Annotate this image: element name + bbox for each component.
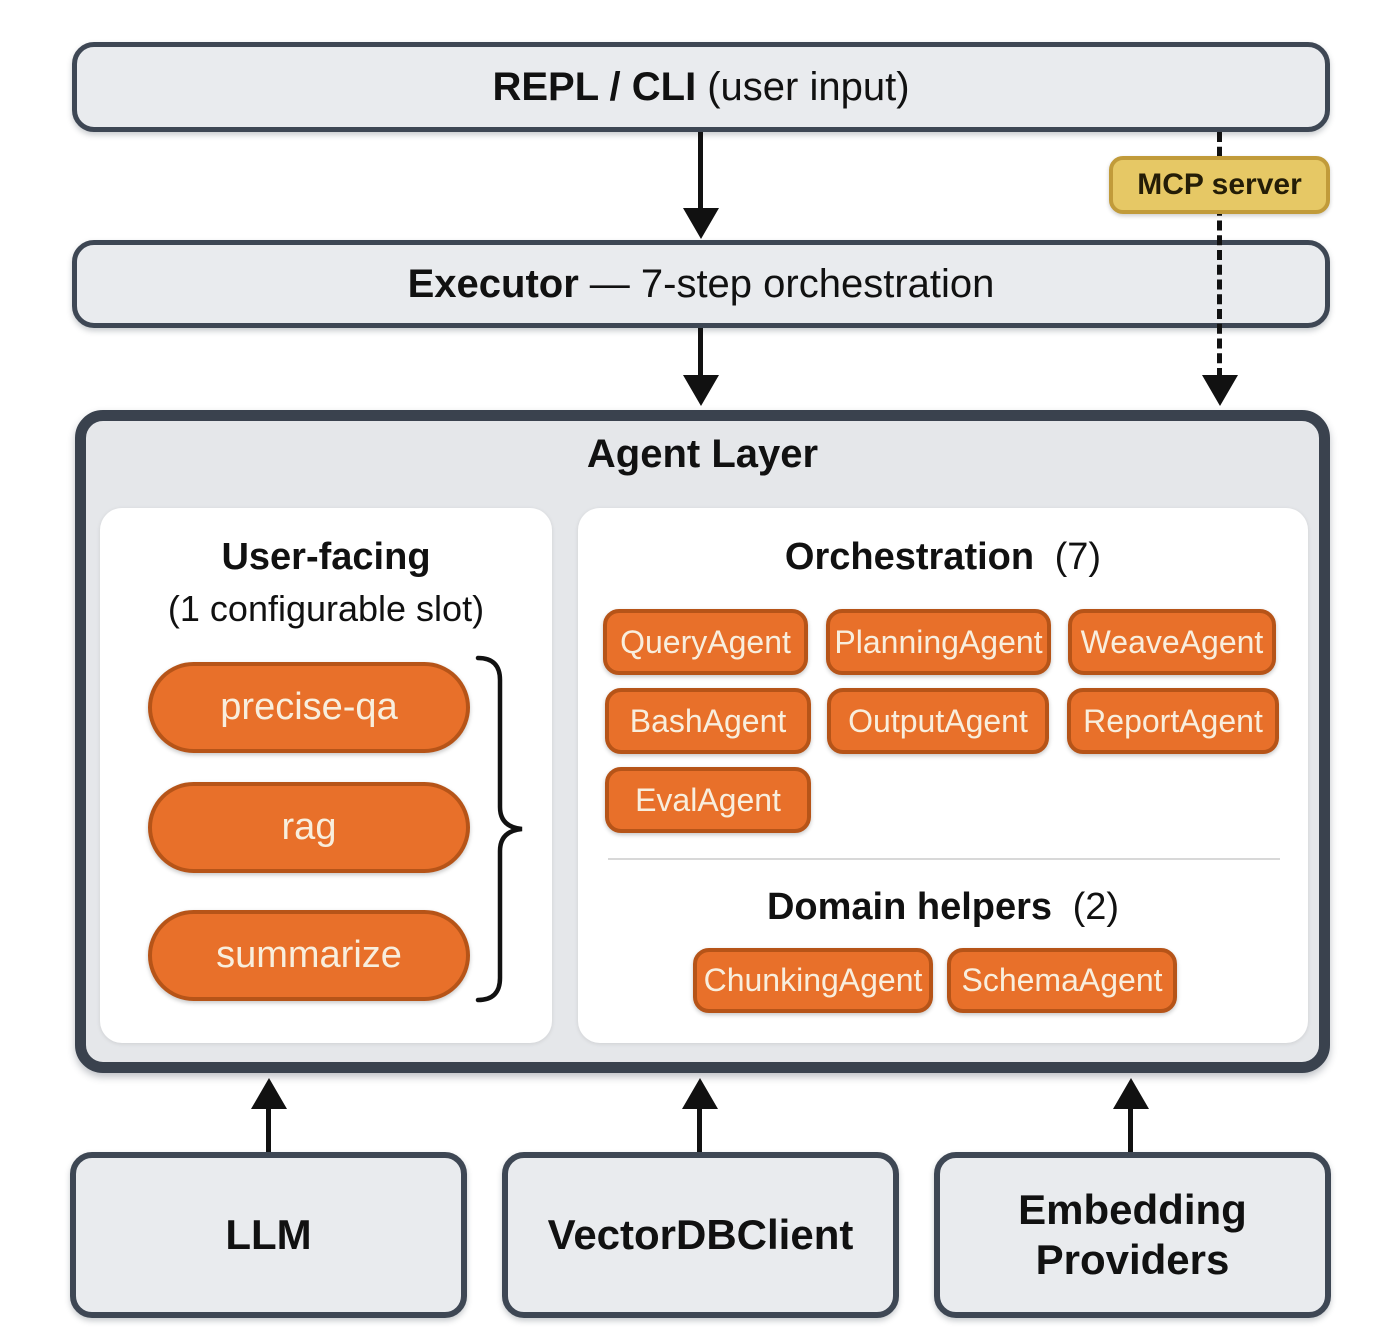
repl-cli-box: REPL / CLI (user input) xyxy=(72,42,1330,132)
agent-chip-reportagent: ReportAgent xyxy=(1067,688,1279,754)
user-facing-subtitle: (1 configurable slot) xyxy=(167,588,485,629)
agent-chip-evalagent: EvalAgent xyxy=(605,767,811,833)
agent-chip-bashagent: BashAgent xyxy=(605,688,811,754)
orchestration-title: Orchestration xyxy=(784,536,1035,578)
backend-box-vectordbclient: VectorDBClient xyxy=(502,1152,899,1318)
mcp-server-label: MCP server xyxy=(1137,168,1302,201)
agent-chip-chunkingagent: ChunkingAgent xyxy=(693,948,933,1013)
slot-pill-label: precise-qa xyxy=(220,686,398,728)
agent-chip-label: BashAgent xyxy=(629,702,787,739)
agent-chip-queryagent: QueryAgent xyxy=(603,609,808,675)
executor-subtitle: — 7-step orchestration xyxy=(589,261,995,306)
agent-chip-planningagent: PlanningAgent xyxy=(826,609,1051,675)
agent-chip-label: OutputAgent xyxy=(848,702,1028,739)
agent-chip-outputagent: OutputAgent xyxy=(827,688,1049,754)
arrow-up-icon xyxy=(682,1078,718,1109)
domain-helpers-title: Domain helpers xyxy=(766,886,1053,928)
agent-chip-label: QueryAgent xyxy=(620,623,791,660)
backend-box-embedding-providers: Embedding Providers xyxy=(934,1152,1331,1318)
orchestration-count: (7) xyxy=(1054,536,1102,578)
repl-cli-title: REPL / CLI xyxy=(492,64,697,109)
slot-pill-summarize: summarize xyxy=(148,910,470,1001)
agent-chip-label: ReportAgent xyxy=(1083,702,1263,739)
brace-icon xyxy=(475,655,523,1003)
slot-pill-precise-qa: precise-qa xyxy=(148,662,470,753)
agent-chip-label: ChunkingAgent xyxy=(703,962,923,998)
arrow-down-icon xyxy=(683,208,719,239)
user-facing-title: User-facing xyxy=(221,536,431,578)
agent-layer-title: Agent Layer xyxy=(586,432,819,476)
executor-box: Executor — 7-step orchestration xyxy=(72,240,1330,328)
arrow-down-icon xyxy=(683,375,719,406)
agent-chip-label: PlanningAgent xyxy=(834,623,1043,660)
slot-pill-label: summarize xyxy=(216,934,402,976)
arrow-repl-to-executor-line xyxy=(698,132,703,212)
slot-pill-label: rag xyxy=(281,806,337,848)
domain-helpers-count: (2) xyxy=(1072,886,1120,928)
arrow-embedding-to-agent-line xyxy=(1128,1106,1133,1152)
arrow-vectordb-to-agent-line xyxy=(697,1106,702,1152)
panel-divider xyxy=(608,858,1280,860)
dashed-mcp-line xyxy=(1217,132,1222,378)
backend-box-llm: LLM xyxy=(70,1152,467,1318)
agent-chip-weaveagent: WeaveAgent xyxy=(1068,609,1276,675)
arrow-up-icon xyxy=(251,1078,287,1109)
arrow-up-icon xyxy=(1113,1078,1149,1109)
mcp-server-badge: MCP server xyxy=(1109,156,1330,214)
backend-label: LLM xyxy=(225,1210,312,1258)
agent-chip-schemaagent: SchemaAgent xyxy=(947,948,1177,1013)
dashed-arrow-down-icon xyxy=(1202,375,1238,406)
backend-label: VectorDBClient xyxy=(547,1210,854,1258)
backend-label: Embedding Providers xyxy=(1018,1185,1247,1283)
slot-pill-rag: rag xyxy=(148,782,470,873)
agent-chip-label: WeaveAgent xyxy=(1080,623,1264,660)
agent-chip-label: EvalAgent xyxy=(635,781,781,818)
arrow-llm-to-agent-line xyxy=(266,1106,271,1152)
executor-title: Executor xyxy=(407,261,579,306)
repl-cli-subtitle: (user input) xyxy=(707,64,910,109)
agent-chip-label: SchemaAgent xyxy=(961,962,1163,998)
arrow-executor-to-agent-line xyxy=(698,328,703,378)
